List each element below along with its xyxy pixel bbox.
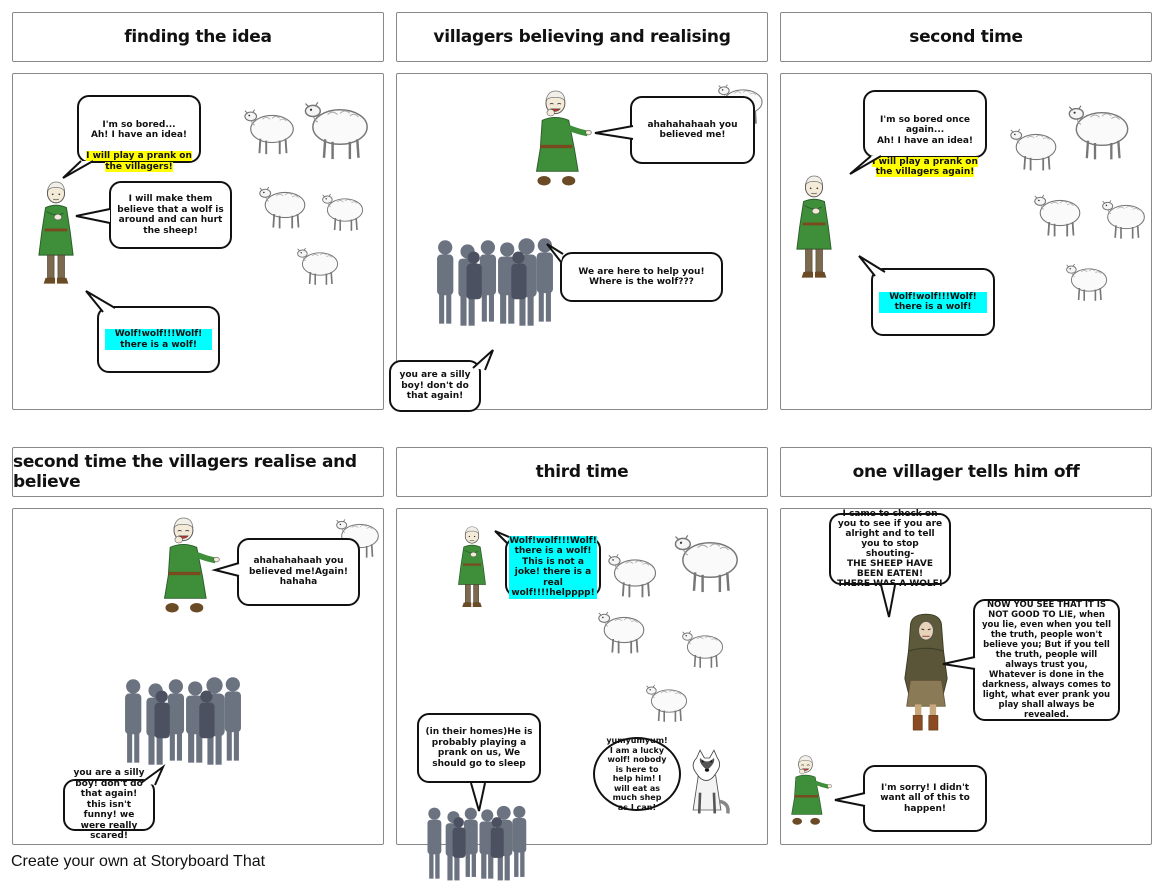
panel-2-title-text: villagers believing and realising — [433, 27, 731, 47]
boy-figure-icon — [37, 172, 75, 304]
boy-figure-icon — [795, 166, 833, 298]
panel-3-title: second time — [780, 12, 1152, 62]
speech-bubble: (in their homes)He is probably playing a… — [417, 713, 541, 783]
sheep-icon — [673, 523, 747, 597]
speech-tail-icon — [75, 208, 111, 224]
speech-text: ahahahahaah you believed me! — [647, 119, 738, 141]
sheep-icon — [1101, 192, 1151, 242]
sheep-icon — [1009, 120, 1063, 174]
sheep-icon — [321, 186, 369, 234]
speech-bubble: I'm so bored once again... Ah! I have an… — [863, 90, 987, 177]
panel-4-title-text: second time the villagers realise and be… — [13, 452, 357, 492]
speech-bubble: Wolf!wolf!!!Wolf! there is a wolf! — [97, 306, 220, 373]
speech-bubble: you are a silly boy! don't do that again… — [389, 360, 481, 412]
panel-4-title: second time the villagers realise and be… — [12, 447, 384, 497]
panel-2-title: villagers believing and realising — [396, 12, 768, 62]
footer-link[interactable]: Create your own at Storyboard That — [11, 853, 266, 870]
laughing-boy-icon — [531, 90, 595, 194]
speech-tail-icon — [880, 584, 896, 618]
sheep-icon — [303, 90, 377, 164]
sheep-icon — [243, 100, 301, 158]
sheep-icon — [258, 178, 312, 232]
speech-tail-icon — [849, 155, 882, 175]
speech-tail-icon — [858, 255, 886, 277]
speech-bubble: Wolf!wolf!!!Wolf! there is a wolf! — [871, 268, 995, 336]
speech-tail-icon — [594, 125, 634, 140]
panel-1-title-text: finding the idea — [124, 27, 272, 47]
sheep-icon — [681, 623, 729, 671]
panel-1-title: finding the idea — [12, 12, 384, 62]
speech-tail-icon — [472, 349, 494, 371]
speech-text: I'm so bored once again... Ah! I have an… — [876, 114, 974, 146]
highlighted-speech-text: Wolf!wolf!!!Wolf! there is a wolf! — [879, 291, 987, 313]
highlighted-speech-text: I will play a prank on the villagers! — [86, 151, 192, 172]
panel-1: I'm so bored... Ah! I have an idea! I wi… — [12, 73, 384, 410]
sheep-icon — [607, 545, 663, 601]
sheep-icon — [296, 240, 344, 288]
speech-text: I will make them believe that a wolf is … — [117, 194, 224, 236]
villager-woman-icon — [903, 611, 949, 737]
highlighted-speech-text: I will play a prank on the villagers aga… — [872, 156, 978, 177]
speech-text: NOW YOU SEE THAT IT IS NOT GOOD TO LIE, … — [982, 600, 1111, 720]
sheep-icon — [1067, 94, 1137, 164]
wolf-icon — [681, 745, 733, 823]
speech-tail-icon — [62, 160, 94, 179]
panel-5-title-text: third time — [535, 462, 629, 482]
boy-figure-icon — [457, 519, 487, 623]
highlighted-speech-text: Wolf!wolf!!!Wolf! there is a wolf! — [105, 329, 212, 350]
panel-4: ahahahahaah you believed me!Again! hahah… — [12, 508, 384, 845]
villagers-crowd-icon — [433, 236, 555, 330]
sheep-icon — [645, 677, 693, 725]
highlighted-speech-text: Wolf!wolf!!!Wolf! there is a wolf! This … — [509, 535, 597, 599]
speech-tail-icon — [211, 562, 240, 577]
speech-tail-icon — [834, 792, 866, 807]
panel-3: I'm so bored once again... Ah! I have an… — [780, 73, 1152, 410]
speech-tail-icon — [140, 763, 166, 786]
speech-bubble: I will make them believe that a wolf is … — [109, 181, 232, 249]
speech-text: We are here to help you! Where is the wo… — [578, 266, 705, 288]
sheep-icon — [1033, 186, 1087, 240]
speech-text: yumyumyum! I am a lucky wolf! nobody is … — [606, 736, 668, 812]
villagers-crowd-icon — [417, 805, 535, 883]
speech-bubble: I came to check on you to see if you are… — [829, 509, 951, 589]
speech-text: (in their homes)He is probably playing a… — [425, 727, 533, 769]
crying-boy-icon — [787, 755, 835, 831]
sheep-icon — [1065, 256, 1113, 304]
panel-6-title-text: one villager tells him off — [852, 462, 1080, 482]
speech-text: ahahahahaah you believed me!Again! hahah… — [248, 556, 349, 588]
speech-bubble: I'm sorry! I didn't want all of this to … — [863, 765, 987, 832]
panel-6: I came to check on you to see if you are… — [780, 508, 1152, 845]
speech-bubble: We are here to help you! Where is the wo… — [560, 252, 723, 302]
speech-tail-icon — [85, 290, 116, 313]
speech-tail-icon — [470, 782, 486, 812]
speech-bubble: Wolf!wolf!!!Wolf! there is a wolf! This … — [505, 535, 601, 599]
panel-5-title: third time — [396, 447, 768, 497]
speech-bubble: you are a silly boy! don't do that again… — [63, 768, 155, 841]
speech-text: you are a silly boy! don't do that again… — [399, 370, 471, 402]
panel-6-title: one villager tells him off — [780, 447, 1152, 497]
speech-tail-icon — [546, 243, 564, 263]
speech-bubble: I'm so bored... Ah! I have an idea! I wi… — [77, 95, 201, 172]
panel-5: Wolf!wolf!!!Wolf! there is a wolf! This … — [396, 508, 768, 845]
panel-2: ahahahahaah you believed me! We are here… — [389, 73, 768, 412]
speech-text: you are a silly boy! don't do that again… — [73, 768, 145, 842]
speech-bubble: ahahahahaah you believed me! — [630, 96, 755, 164]
villagers-crowd-icon — [121, 675, 243, 769]
speech-bubble: yumyumyum! I am a lucky wolf! nobody is … — [593, 736, 681, 812]
speech-text: I'm sorry! I didn't want all of this to … — [880, 782, 970, 814]
speech-text: I'm so bored... Ah! I have an idea! — [90, 119, 188, 141]
speech-tail-icon — [942, 656, 976, 670]
speech-bubble: ahahahahaah you believed me!Again! hahah… — [237, 538, 360, 606]
speech-bubble: NOW YOU SEE THAT IT IS NOT GOOD TO LIE, … — [973, 599, 1120, 721]
speech-text: I came to check on you to see if you are… — [837, 509, 943, 589]
sheep-icon — [597, 603, 651, 657]
panel-3-title-text: second time — [909, 27, 1023, 47]
speech-tail-icon — [494, 530, 510, 544]
